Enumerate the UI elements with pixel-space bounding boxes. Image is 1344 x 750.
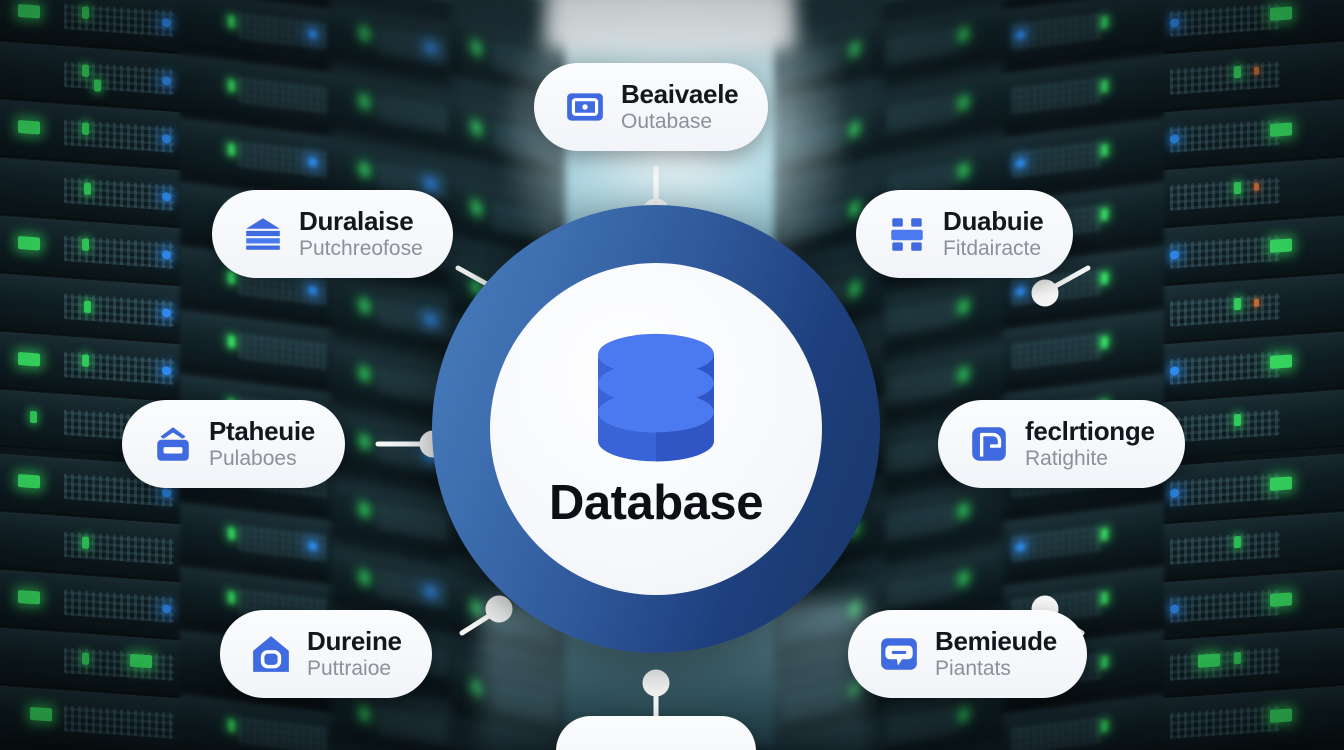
node-card-title: Duralaise [299, 206, 414, 236]
layered-stack-icon [246, 218, 280, 250]
speech-bubble-icon [881, 638, 917, 670]
node-card-title: Beaivaele [621, 79, 739, 109]
node-card-subtitle: Fitdairacte [943, 237, 1042, 261]
node-card-title: Duabuie [943, 206, 1044, 236]
node-card-subtitle: Ratighite [1025, 447, 1108, 471]
node-card-bottom-right[interactable]: Bemieude Piantats [848, 610, 1087, 698]
node-card-title: Dureine [307, 626, 402, 656]
node-card-top[interactable]: Beaivaele Outabase [534, 63, 769, 151]
node-card-bottom-cropped[interactable] [556, 716, 756, 750]
hub-label: Database [549, 475, 763, 530]
node-card-title: Ptaheuie [209, 416, 315, 446]
node-card-middle-left[interactable]: Ptaheuie Pulaboes [122, 400, 345, 488]
node-cluster-icon [891, 218, 923, 251]
database-cylinder-icon [598, 333, 714, 461]
upload-card-icon [157, 427, 189, 461]
node-card-bottom-left[interactable]: Dureine Puttraioe [220, 610, 432, 698]
rounded-p-icon [972, 427, 1006, 461]
node-card-subtitle: Pulaboes [209, 447, 297, 471]
central-hub[interactable]: Database [432, 205, 880, 653]
node-card-subtitle: Piantats [935, 657, 1011, 681]
node-card-middle-right[interactable]: feclrtionge Ratighite [938, 400, 1185, 488]
node-card-subtitle: Putchreofose [299, 237, 423, 261]
node-card-subtitle: Puttraioe [307, 657, 392, 681]
screen-frame-icon [567, 93, 603, 121]
central-hub-inner: Database [490, 263, 822, 595]
node-card-top-right[interactable]: Duabuie Fitdairacte [856, 190, 1074, 278]
node-card-subtitle: Outabase [621, 110, 713, 134]
node-card-title: Bemieude [935, 626, 1057, 656]
node-card-top-left[interactable]: Duralaise Putchreofose [212, 190, 453, 278]
home-icon [253, 636, 289, 672]
node-card-title: feclrtionge [1025, 416, 1155, 446]
